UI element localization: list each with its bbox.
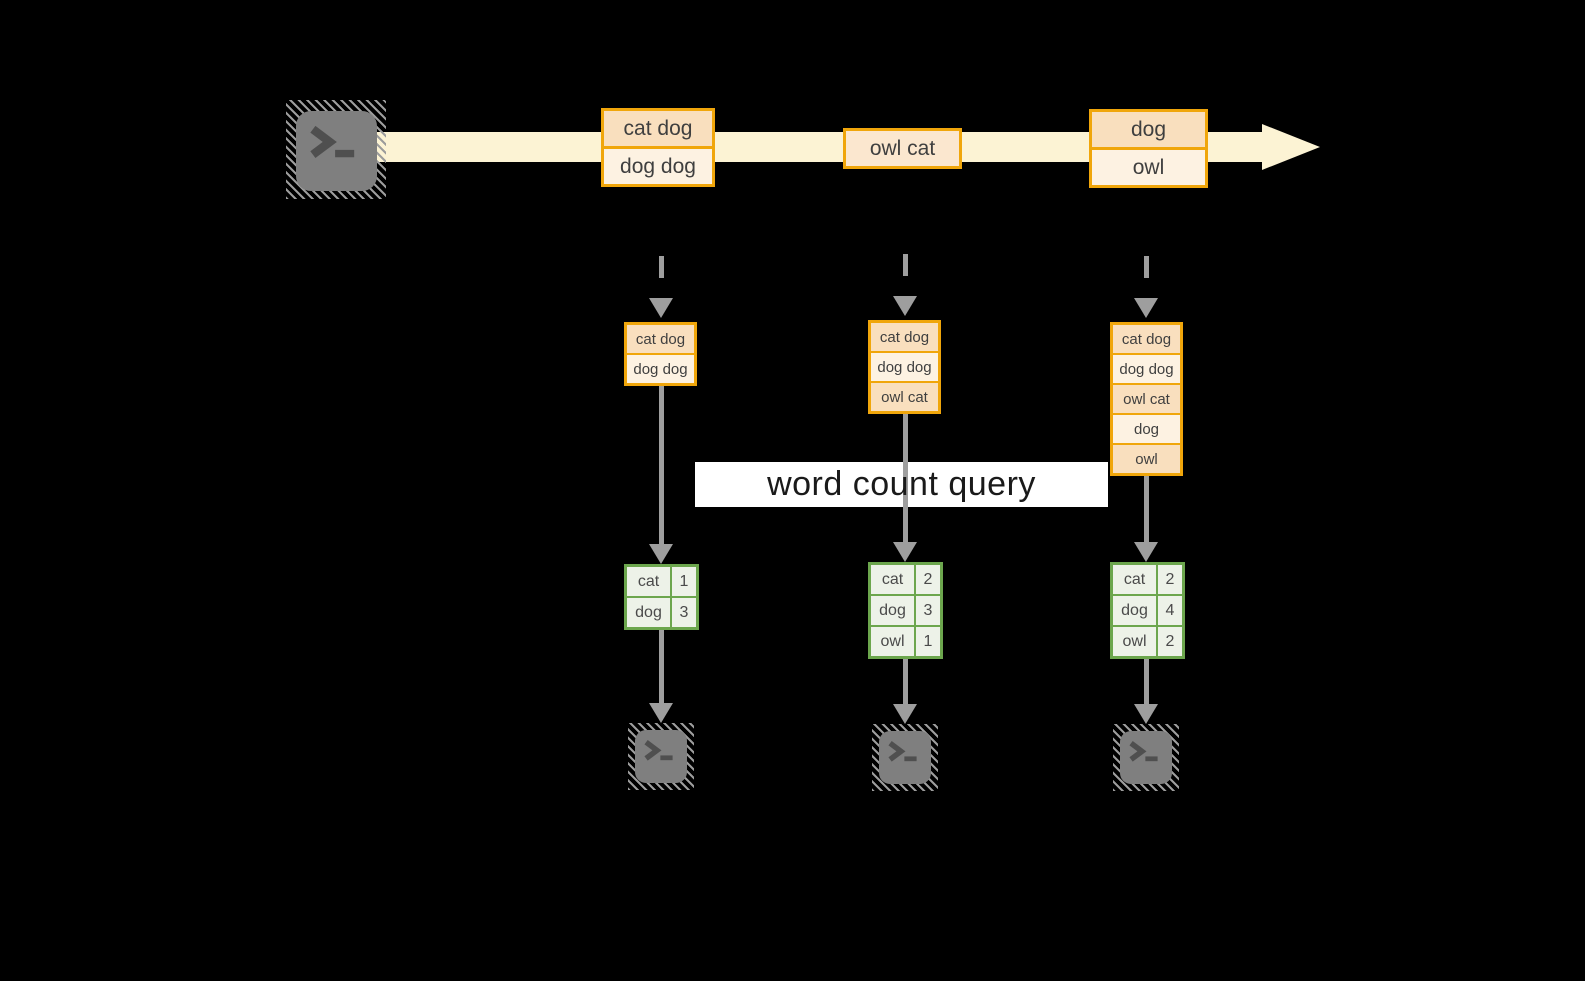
ingest-arrowhead-icon — [893, 296, 917, 316]
terminal-body — [879, 731, 931, 784]
count-cell: 3 — [672, 598, 696, 627]
buffer-row: owl — [1113, 445, 1180, 473]
sink-terminal-icon — [1113, 724, 1179, 791]
count-cell: 2 — [1158, 565, 1182, 594]
query-label-box — [695, 462, 1108, 507]
source-terminal-icon — [286, 100, 386, 199]
buffer-row: dog dog — [1113, 355, 1180, 383]
terminal-body — [296, 111, 377, 191]
word-cell: owl — [1113, 627, 1156, 656]
stream-record: dog owl — [1089, 109, 1208, 188]
record-row: dog — [1092, 112, 1205, 147]
query-arrowhead-icon — [893, 542, 917, 562]
window-buffer: cat dog dog dog owl cat dog owl — [1110, 322, 1183, 476]
word-cell: owl — [871, 627, 914, 656]
sink-terminal-icon — [872, 724, 938, 791]
terminal-prompt-icon — [888, 740, 917, 762]
record-row: owl cat — [846, 131, 959, 166]
buffer-row: dog dog — [627, 355, 694, 383]
query-arrow-line — [903, 414, 908, 542]
query-arrow-line — [1144, 476, 1149, 542]
output-arrow-line — [659, 630, 664, 703]
output-arrowhead-icon — [893, 704, 917, 724]
output-arrow-line — [1144, 659, 1149, 704]
output-arrowhead-icon — [649, 703, 673, 723]
count-table: cat 2 dog 4 owl 2 — [1110, 562, 1185, 659]
window-buffer: cat dog dog dog owl cat — [868, 320, 941, 414]
word-cell: dog — [1113, 596, 1156, 625]
query-arrow-line — [659, 386, 664, 544]
ingest-arrow-dash — [659, 256, 664, 292]
word-cell: dog — [627, 598, 670, 627]
buffer-row: dog dog — [871, 353, 938, 381]
count-cell: 2 — [916, 565, 940, 594]
word-cell: cat — [627, 567, 670, 596]
stream-record: cat dog dog dog — [601, 108, 715, 187]
count-table: cat 1 dog 3 — [624, 564, 699, 630]
ingest-arrow-dash — [1144, 256, 1149, 292]
buffer-row: owl cat — [871, 383, 938, 411]
query-arrowhead-icon — [649, 544, 673, 564]
terminal-prompt-icon — [310, 125, 355, 159]
count-cell: 1 — [916, 627, 940, 656]
stream-arrowhead-icon — [1262, 124, 1320, 170]
record-row: owl — [1092, 150, 1205, 185]
ingest-arrowhead-icon — [649, 298, 673, 318]
count-table: cat 2 dog 3 owl 1 — [868, 562, 943, 659]
buffer-row: owl cat — [1113, 385, 1180, 413]
count-cell: 1 — [672, 567, 696, 596]
output-arrowhead-icon — [1134, 704, 1158, 724]
window-buffer: cat dog dog dog — [624, 322, 697, 386]
word-cell: cat — [871, 565, 914, 594]
buffer-row: cat dog — [1113, 325, 1180, 353]
terminal-prompt-icon — [1129, 740, 1158, 762]
count-cell: 3 — [916, 596, 940, 625]
terminal-body — [635, 730, 687, 783]
record-row: cat dog — [604, 111, 712, 146]
ingest-arrowhead-icon — [1134, 298, 1158, 318]
query-arrowhead-icon — [1134, 542, 1158, 562]
buffer-row: dog — [1113, 415, 1180, 443]
word-cell: cat — [1113, 565, 1156, 594]
output-arrow-line — [903, 659, 908, 704]
buffer-row: cat dog — [871, 323, 938, 351]
count-cell: 4 — [1158, 596, 1182, 625]
terminal-body — [1120, 731, 1172, 784]
count-cell: 2 — [1158, 627, 1182, 656]
record-row: dog dog — [604, 149, 712, 184]
query-label: word count query — [767, 465, 1036, 503]
word-cell: dog — [871, 596, 914, 625]
buffer-row: cat dog — [627, 325, 694, 353]
terminal-prompt-icon — [644, 739, 673, 761]
sink-terminal-icon — [628, 723, 694, 790]
stream-record: owl cat — [843, 128, 962, 169]
ingest-arrow-dash — [903, 254, 908, 290]
